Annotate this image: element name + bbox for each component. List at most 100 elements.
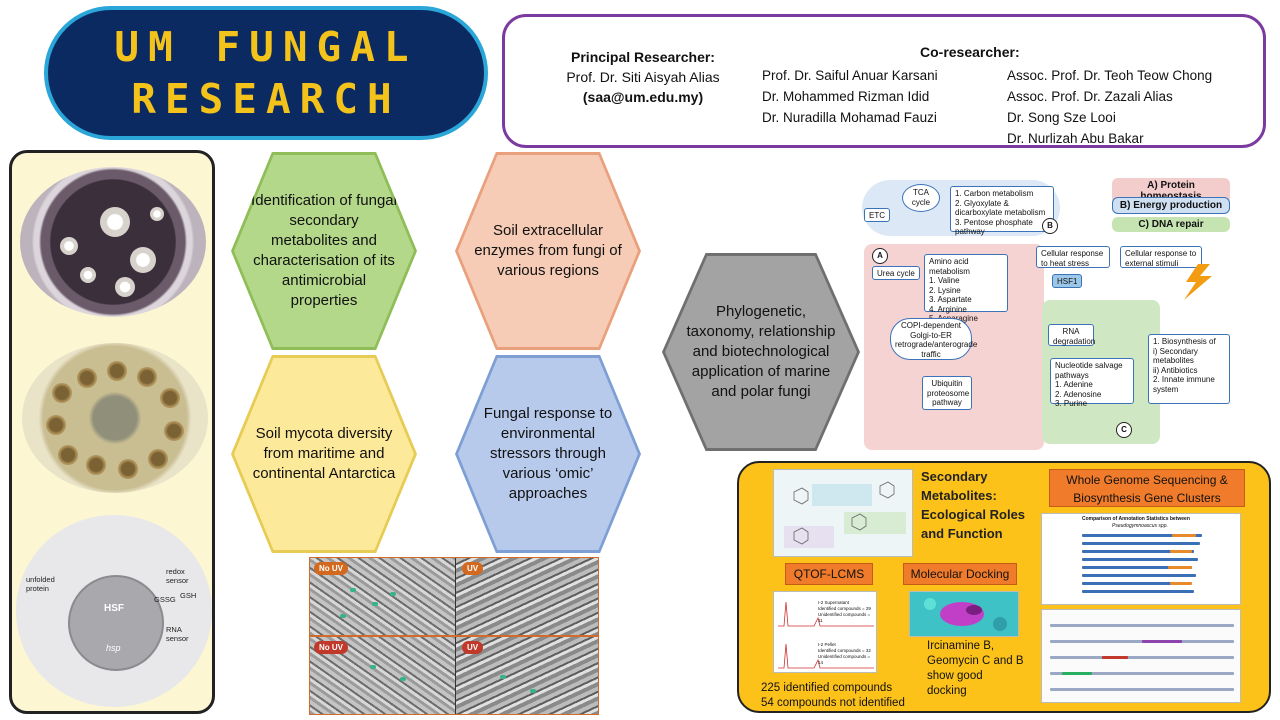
hsf-label: HSF <box>104 603 124 614</box>
gene-track <box>1142 640 1182 643</box>
nucleotide-salvage-box: Nucleotide salvage pathways 1. Adenine 2… <box>1050 358 1134 408</box>
fungal-colony <box>137 367 157 387</box>
unfolded-protein-label: unfolded protein <box>26 575 55 593</box>
external-stimuli-box: Cellular response to external stimuli <box>1120 246 1202 268</box>
fungal-colony <box>60 237 78 255</box>
metabolism-item: 1. Carbon metabolism <box>955 189 1034 198</box>
docking-note-line: docking <box>927 685 967 697</box>
lcms-panel-2: I-2 Pellet Identified compounds = 32 Uni… <box>818 642 876 666</box>
chart-bar <box>1082 550 1194 553</box>
biosynth-item: 1. Biosynthesis of <box>1153 337 1216 346</box>
hex-fungal-response: Fungal response to environmental stresso… <box>455 355 641 553</box>
compounds-note-line: 54 compounds not identified <box>761 697 905 709</box>
docking-image <box>909 591 1019 637</box>
coresearcher-name: Assoc. Prof. Dr. Teoh Teow Chong <box>1007 68 1213 83</box>
hsp-label: hsp <box>106 643 121 653</box>
title-line-1: UM FUNGAL <box>114 23 418 71</box>
biosynth-item: 2. Innate immune system <box>1153 375 1215 394</box>
amino-item: 1. Valine <box>929 276 960 285</box>
label-a: A <box>872 248 888 264</box>
carbon-metabolism-box: 1. Carbon metabolism 2. Glyoxylate & dic… <box>950 186 1054 236</box>
chart-bar <box>1170 582 1192 585</box>
petri-dish-image-2 <box>22 343 208 493</box>
chart-bar <box>1082 534 1202 537</box>
wgs-tag: Whole Genome Sequencing & Biosynthesis G… <box>1049 469 1245 507</box>
fungal-colony <box>107 361 127 381</box>
lcms-title: I-2 Pellet <box>818 642 836 647</box>
fungal-colony <box>58 445 78 465</box>
uv-label: UV <box>462 641 484 654</box>
chart-title: Comparison of Annotation Statistics betw… <box>1082 516 1190 522</box>
fungal-spot <box>372 602 378 606</box>
left-image-column: HSF hsp unfolded protein redox sensor GS… <box>9 150 215 714</box>
fungal-spot <box>530 689 536 693</box>
annotation-comparison-chart: Comparison of Annotation Statistics betw… <box>1041 513 1241 605</box>
fungal-colony <box>77 368 97 388</box>
gene-track <box>1062 672 1092 675</box>
secondary-metabolites-panel: Secondary Metabolites: Ecological Roles … <box>737 461 1271 713</box>
compounds-note: 225 identified compounds 54 compounds no… <box>761 681 929 711</box>
no-uv-label: No UV <box>314 641 348 654</box>
stress-response-cell-diagram: HSF hsp unfolded protein redox sensor GS… <box>16 515 212 707</box>
lcms-panel-1: I-2 Supernatant Identified compounds = 2… <box>818 600 876 624</box>
cellular-function-figure: A) Protein homeostasis B) Energy product… <box>862 178 1234 450</box>
no-uv-label: No UV <box>314 562 348 575</box>
lcms-unidentified: Unidentified compounds = 11 <box>818 612 871 623</box>
fungal-colony <box>150 207 164 221</box>
biosynth-item: i) Secondary metabolites <box>1153 346 1198 366</box>
gene-track <box>1102 656 1128 659</box>
docking-note: Ircinamine B, Geomycin C and B show good… <box>927 639 1039 699</box>
rna-degradation-box: RNA degradation <box>1048 324 1095 346</box>
tca-cycle-box: TCA cycle <box>902 184 940 212</box>
coresearcher-name: Prof. Dr. Saiful Anuar Karsani <box>762 68 938 83</box>
tag-dna-repair: C) DNA repair <box>1112 217 1230 232</box>
hex-text: Identification of fungal secondary metab… <box>251 192 397 309</box>
gsh-label: GSH <box>180 591 197 600</box>
hex-text: Soil mycota diversity from maritime and … <box>252 425 396 482</box>
fungal-colony <box>164 421 184 441</box>
fungal-spot <box>350 588 356 592</box>
fungal-colony <box>46 415 66 435</box>
hex-phylogenetic: Phylogenetic, taxonomy, relationship and… <box>662 253 860 451</box>
molecular-docking-tag: Molecular Docking <box>903 563 1017 585</box>
lcms-chromatogram-image: I-2 Supernatant Identified compounds = 2… <box>773 591 877 673</box>
nucleotide-item: 1. Adenine <box>1055 380 1093 389</box>
fungal-colony <box>100 207 130 237</box>
coresearcher-heading: Co-researcher: <box>920 44 1020 60</box>
wgs-line: Whole Genome Sequencing & <box>1066 473 1228 487</box>
chart-bar <box>1082 582 1190 585</box>
fungal-spot <box>340 614 346 618</box>
chart-bar <box>1172 534 1196 537</box>
docking-note-line: Geomycin C and B <box>927 655 1024 667</box>
coresearcher-name: Dr. Mohammed Rizman Idid <box>762 89 930 104</box>
heat-stress-box: Cellular response to heat stress <box>1036 246 1110 268</box>
amino-item: 2. Lysine <box>929 285 961 295</box>
molecule-structures-icon <box>784 481 906 548</box>
principal-researcher: Principal Researcher: Prof. Dr. Siti Ais… <box>545 47 741 107</box>
coresearcher-name: Assoc. Prof. Dr. Zazali Alias <box>1007 89 1173 104</box>
chart-bar <box>1082 542 1200 545</box>
chart-subtitle: Pseudogymnoascus spp. <box>1112 523 1168 529</box>
tag-energy-production: B) Energy production <box>1112 197 1230 214</box>
hsf1-box: HSF1 <box>1052 274 1082 288</box>
metabolism-item: 2. Glyoxylate & dicarboxylate metabolism <box>955 198 1046 218</box>
hex-text: Phylogenetic, taxonomy, relationship and… <box>686 303 836 400</box>
docking-complex-icon <box>924 598 1007 631</box>
lightning-icon <box>1184 264 1212 300</box>
chart-bar <box>1170 550 1192 553</box>
copi-traffic-box: COPI-dependent Golgi-to-ER retrograde/an… <box>890 318 977 360</box>
coresearcher-column-1: Prof. Dr. Saiful Anuar Karsani Dr. Moham… <box>762 65 938 128</box>
chart-bar <box>1082 558 1198 561</box>
nucleotide-item: 3. Purine <box>1055 399 1088 408</box>
biosynth-item: ii) Antibiotics <box>1153 365 1198 375</box>
heading-line: and Function <box>921 526 1003 541</box>
researchers-panel: Principal Researcher: Prof. Dr. Siti Ais… <box>502 14 1266 148</box>
nucleotide-title: Nucleotide salvage pathways <box>1055 361 1123 380</box>
uv-label: UV <box>462 562 484 575</box>
sem-image-top: No UV UV <box>309 557 599 636</box>
wgs-line: Biosynthesis Gene Clusters <box>1073 491 1221 505</box>
chart-bar <box>1082 566 1192 569</box>
hex-text: Soil extracellular enzymes from fungi of… <box>474 222 622 279</box>
gene-track <box>1050 656 1234 659</box>
lcms-identified: Identified compounds = 32 <box>818 648 871 653</box>
